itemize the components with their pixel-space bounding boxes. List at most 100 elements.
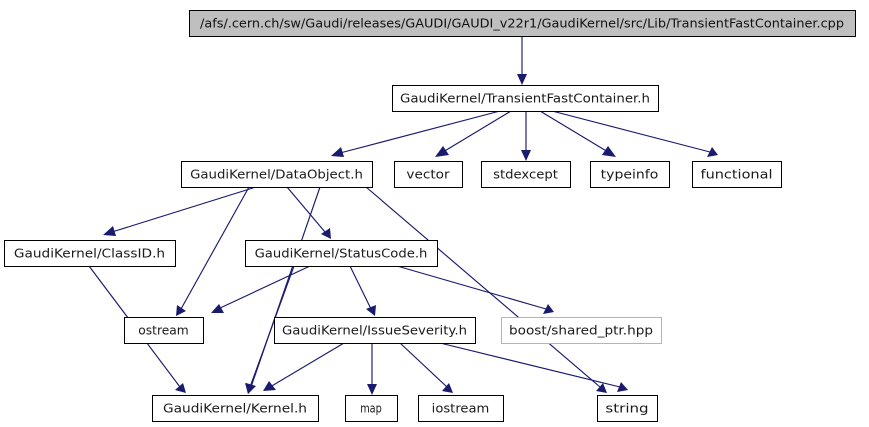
graph-node-iostream[interactable]: iostream	[418, 395, 504, 422]
edge-line	[396, 265, 547, 310]
edge-statuscode_h-to-kernel_h	[245, 265, 295, 394]
node-label: vector	[406, 167, 450, 182]
graph-node-typeinfo[interactable]: typeinfo	[590, 161, 670, 188]
node-box[interactable]	[245, 240, 438, 267]
node-label: map	[360, 401, 382, 416]
node-box[interactable]	[181, 161, 373, 188]
node-label: boost/shared_ptr.hpp	[509, 323, 653, 338]
node-box[interactable]	[345, 395, 398, 422]
edge-statuscode_h-to-ostream	[211, 265, 311, 313]
edge-issuesev_h-to-map	[367, 343, 377, 395]
edge-statuscode_h-to-boost_sp	[396, 265, 554, 314]
edge-line	[539, 110, 609, 153]
graph-node-dataobject_h[interactable]: GaudiKernel/DataObject.h	[181, 161, 373, 188]
node-label: GaudiKernel/ClassID.h	[14, 246, 165, 261]
edge-root-to-tfc_h	[517, 36, 527, 85]
edge-tfc_h-to-functional	[551, 110, 718, 157]
graph-node-ostream[interactable]: ostream	[124, 317, 204, 344]
edge-tfc_h-to-stdexcept	[521, 111, 531, 161]
node-box[interactable]	[392, 85, 659, 112]
arrowhead-icon	[435, 146, 449, 157]
node-label: iostream	[432, 401, 490, 416]
edge-tfc_h-to-typeinfo	[539, 110, 616, 157]
edge-line	[551, 110, 711, 153]
arrowhead-icon	[211, 304, 224, 313]
graph-node-root[interactable]: /afs/.cern.ch/sw/Gaudi/releases/GAUDI/GA…	[189, 10, 856, 37]
node-box[interactable]	[152, 395, 319, 422]
edge-tfc_h-to-dataobject_h	[331, 110, 501, 157]
node-label: GaudiKernel/TransientFastContainer.h	[400, 91, 650, 106]
arrowhead-icon	[367, 384, 377, 395]
graph-node-tfc_h[interactable]: GaudiKernel/TransientFastContainer.h	[392, 85, 659, 112]
edge-issuesev_h-to-iostream	[399, 342, 453, 393]
edge-line	[442, 110, 512, 153]
graph-node-vector[interactable]: vector	[394, 161, 463, 188]
node-box[interactable]	[124, 317, 204, 344]
arrowhead-icon	[617, 382, 628, 392]
nodes-layer: /afs/.cern.ch/sw/Gaudi/releases/GAUDI/GA…	[4, 10, 856, 422]
arrowhead-icon	[321, 228, 331, 239]
graph-node-functional[interactable]: functional	[692, 161, 782, 188]
graph-node-classid_h[interactable]: GaudiKernel/ClassID.h	[4, 240, 176, 267]
node-box[interactable]	[501, 317, 662, 344]
graph-node-boost_sp[interactable]: boost/shared_ptr.hpp	[501, 317, 662, 344]
edge-line	[439, 342, 621, 388]
arrowhead-icon	[517, 74, 527, 85]
arrowhead-icon	[602, 146, 616, 157]
edge-tfc_h-to-vector	[435, 110, 512, 157]
edge-line	[349, 265, 372, 310]
node-label: GaudiKernel/Kernel.h	[163, 401, 307, 416]
arrowhead-icon	[245, 383, 255, 394]
arrowhead-icon	[442, 383, 453, 393]
arrowhead-icon	[176, 305, 186, 316]
arrowhead-icon	[175, 383, 186, 393]
node-label: stdexcept	[493, 167, 558, 182]
graph-node-issuesev_h[interactable]: GaudiKernel/IssueSeverity.h	[274, 317, 476, 344]
node-label: GaudiKernel/DataObject.h	[190, 167, 363, 182]
edge-line	[365, 186, 601, 388]
edge-dataobject_h-to-string	[365, 186, 607, 393]
arrowhead-icon	[596, 383, 607, 393]
graph-node-stdexcept[interactable]: stdexcept	[481, 161, 571, 188]
edge-line	[286, 186, 326, 233]
arrowhead-icon	[707, 147, 718, 157]
edge-dataobject_h-to-ostream	[176, 186, 250, 316]
edge-line	[180, 186, 250, 310]
node-label: string	[605, 401, 648, 416]
edge-line	[399, 342, 448, 388]
node-box[interactable]	[274, 317, 476, 344]
node-box[interactable]	[418, 395, 504, 422]
node-box[interactable]	[4, 240, 176, 267]
edge-line	[217, 265, 311, 310]
node-label: typeinfo	[601, 167, 659, 182]
edge-dataobject_h-to-statuscode_h	[286, 186, 331, 239]
node-box[interactable]	[189, 10, 856, 37]
graph-node-kernel_h[interactable]: GaudiKernel/Kernel.h	[152, 395, 319, 422]
edges-layer	[88, 36, 718, 395]
edge-line	[249, 265, 295, 388]
node-box[interactable]	[481, 161, 571, 188]
graph-node-string[interactable]: string	[597, 395, 658, 422]
arrowhead-icon	[263, 381, 276, 391]
node-box[interactable]	[590, 161, 670, 188]
node-label: functional	[701, 167, 773, 182]
graph-node-map[interactable]: map	[345, 395, 398, 422]
edge-dataobject_h-to-classid_h	[103, 186, 257, 236]
edge-line	[339, 110, 501, 154]
arrowhead-icon	[543, 304, 554, 314]
graph-node-statuscode_h[interactable]: GaudiKernel/StatusCode.h	[245, 240, 438, 267]
edge-statuscode_h-to-issuesev_h	[349, 265, 376, 316]
edge-line	[269, 342, 345, 388]
edge-issuesev_h-to-string	[439, 342, 628, 392]
edge-line	[111, 186, 257, 233]
arrowhead-icon	[521, 150, 531, 161]
node-box[interactable]	[394, 161, 463, 188]
node-box[interactable]	[597, 395, 658, 422]
arrowhead-icon	[103, 226, 116, 236]
arrowhead-icon	[366, 305, 376, 316]
node-label: GaudiKernel/StatusCode.h	[255, 246, 428, 261]
node-box[interactable]	[692, 161, 782, 188]
arrowhead-icon	[331, 147, 344, 157]
